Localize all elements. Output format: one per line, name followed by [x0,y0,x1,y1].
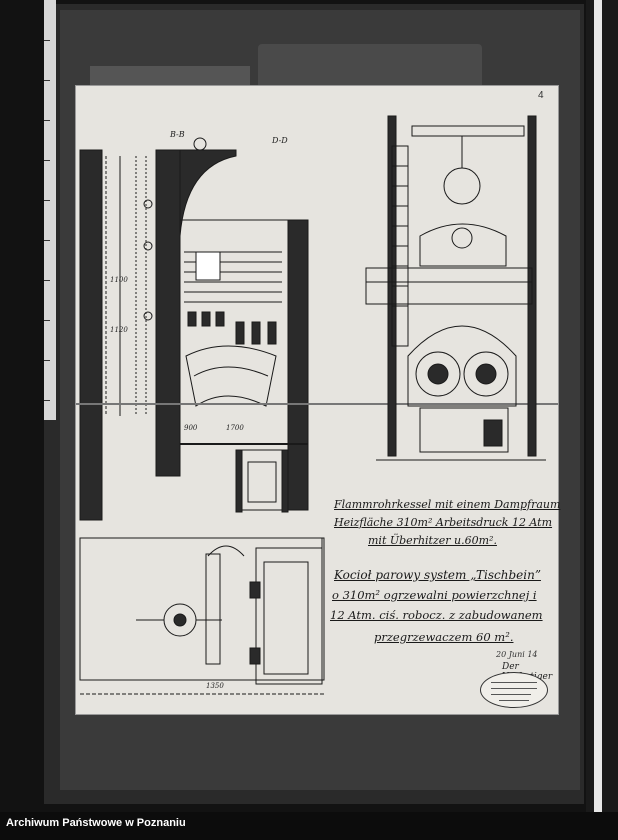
german-title-line-3: mit Überhitzer u.60m². [368,534,497,547]
dimension-label: 1700 [226,424,244,432]
dimension-label: 900 [184,424,198,432]
folder-tab [258,44,482,90]
polish-title-line-2: o 310m² ogrzewalni powierzchnej i [332,588,537,602]
platform-railing [365,267,533,305]
scan-light-strip [594,0,602,812]
scan-right-edge [586,0,618,812]
company-stamp [480,672,548,708]
dimension-label: 1120 [110,326,128,334]
flue-left [415,351,461,397]
archive-footer: Archiwum Państwowe w Poznaniu [6,817,186,829]
date-note: 20 Juni 14 [496,650,538,659]
flue-right [463,351,509,397]
polish-title-line-4: przegrzewaczem 60 m². [374,630,514,644]
page-number: 4 [538,90,544,101]
technical-drawing-sheet: 4 Flammrohrkessel mit einem Dampfraum He… [76,86,561,714]
dimension-label: 1350 [206,682,224,690]
boiler-left-wall [155,149,181,477]
plan-view-outline [79,537,325,681]
german-title-line-1: Flammrohrkessel mit einem Dampfraum [334,498,561,511]
polish-title-line-1: Kocioł parowy system „Tischbein” [334,568,541,582]
steam-dome [443,167,481,205]
boiler-right-wall [287,219,309,511]
scale-ruler [44,0,56,420]
section-label-d-d: D-D [272,136,288,145]
section-label-b-b: B-B [170,130,185,139]
boiler-drawing [76,115,558,695]
polish-title-line-3: 12 Atm. ciś. robocz. z zabudowanem [330,608,543,622]
german-title-line-2: Heizfläche 310m² Arbeitsdruck 12 Atm [334,516,553,529]
left-wall-section [79,149,103,521]
dimension-label: 1100 [110,276,128,284]
